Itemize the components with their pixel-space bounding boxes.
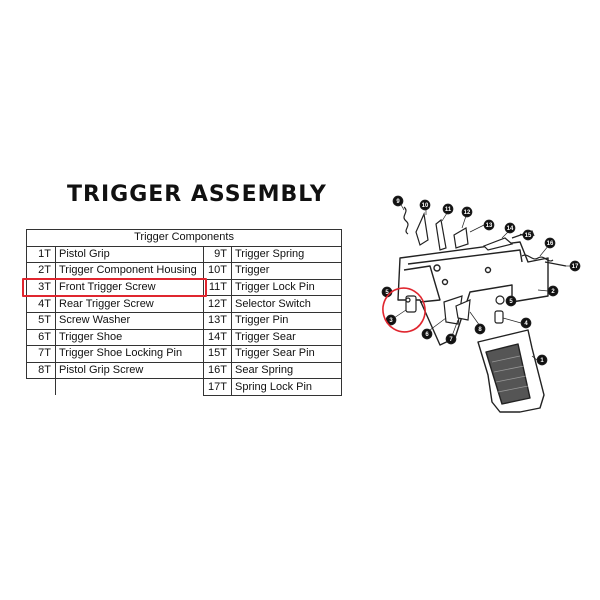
part-number: 15T xyxy=(203,345,232,363)
callout-14 xyxy=(504,222,516,234)
callout-8 xyxy=(474,323,486,335)
svg-text:10: 10 xyxy=(422,203,429,209)
table-row: 1T Pistol Grip 9T Trigger Spring xyxy=(26,245,343,264)
table-row: 5T Screw Washer 13T Trigger Pin xyxy=(26,311,343,330)
callout-markers xyxy=(381,195,581,366)
part-number: 8T xyxy=(26,361,56,380)
svg-text:5: 5 xyxy=(509,299,513,305)
callout-5b xyxy=(505,295,517,307)
part-name: Trigger Pin xyxy=(230,311,343,330)
callout-4 xyxy=(520,317,532,329)
part-number: 7T xyxy=(26,345,56,363)
part-number: 6T xyxy=(26,328,56,347)
svg-text:5: 5 xyxy=(385,290,389,296)
svg-text:12: 12 xyxy=(464,210,471,216)
svg-text:15: 15 xyxy=(525,233,532,239)
trigger-components-table: Trigger Components 1T Pistol Grip 9T Tri… xyxy=(25,229,343,396)
svg-text:9: 9 xyxy=(396,199,400,205)
callout-6 xyxy=(421,328,433,340)
table-row: 2T Trigger Component Housing 10T Trigger xyxy=(26,262,343,280)
table-row: 7T Trigger Shoe Locking Pin 15T Trigger … xyxy=(26,345,343,363)
callout-11 xyxy=(442,203,454,215)
callout-15 xyxy=(522,229,534,241)
page-title: TRIGGER ASSEMBLY xyxy=(67,182,327,207)
callout-7 xyxy=(445,333,457,345)
pistol-grip-part xyxy=(477,329,545,413)
callout-10 xyxy=(419,199,431,211)
small-parts xyxy=(403,206,567,325)
svg-text:7: 7 xyxy=(449,337,453,343)
svg-text:6: 6 xyxy=(425,332,429,338)
svg-text:16: 16 xyxy=(547,241,554,247)
svg-text:14: 14 xyxy=(507,226,514,232)
trigger-housing-part xyxy=(397,241,549,346)
part-number: 13T xyxy=(203,311,232,330)
table-row: 17T Spring Lock Pin xyxy=(26,378,343,396)
callout-1 xyxy=(536,354,548,366)
callout-16 xyxy=(544,237,556,249)
highlight-circle-callout-3 xyxy=(382,287,426,333)
svg-text:11: 11 xyxy=(445,207,452,213)
part-name: Spring Lock Pin xyxy=(230,378,343,396)
highlight-box-front-trigger-screw xyxy=(22,278,207,297)
part-name: Selector Switch xyxy=(230,295,343,313)
table-row: 6T Trigger Shoe 14T Trigger Sear xyxy=(26,328,343,347)
callout-13 xyxy=(483,219,495,231)
callout-12 xyxy=(461,206,473,218)
part-name: Trigger Shoe Locking Pin xyxy=(55,345,204,363)
table-row: 4T Rear Trigger Screw 12T Selector Switc… xyxy=(26,295,343,313)
svg-text:1: 1 xyxy=(540,358,544,364)
svg-text:17: 17 xyxy=(572,264,579,270)
callout-17 xyxy=(569,260,581,272)
svg-text:2: 2 xyxy=(551,289,555,295)
callout-9 xyxy=(392,195,404,207)
part-name: Trigger Spring xyxy=(230,245,343,264)
svg-text:13: 13 xyxy=(486,223,493,229)
svg-text:4: 4 xyxy=(524,321,528,327)
svg-text:3: 3 xyxy=(389,318,393,324)
part-name: Trigger Component Housing xyxy=(55,262,204,280)
svg-text:8: 8 xyxy=(478,327,482,333)
part-name: Rear Trigger Screw xyxy=(55,295,204,313)
part-number: 11T xyxy=(203,278,232,297)
callout-2 xyxy=(547,285,559,297)
part-number: 17T xyxy=(203,378,232,396)
